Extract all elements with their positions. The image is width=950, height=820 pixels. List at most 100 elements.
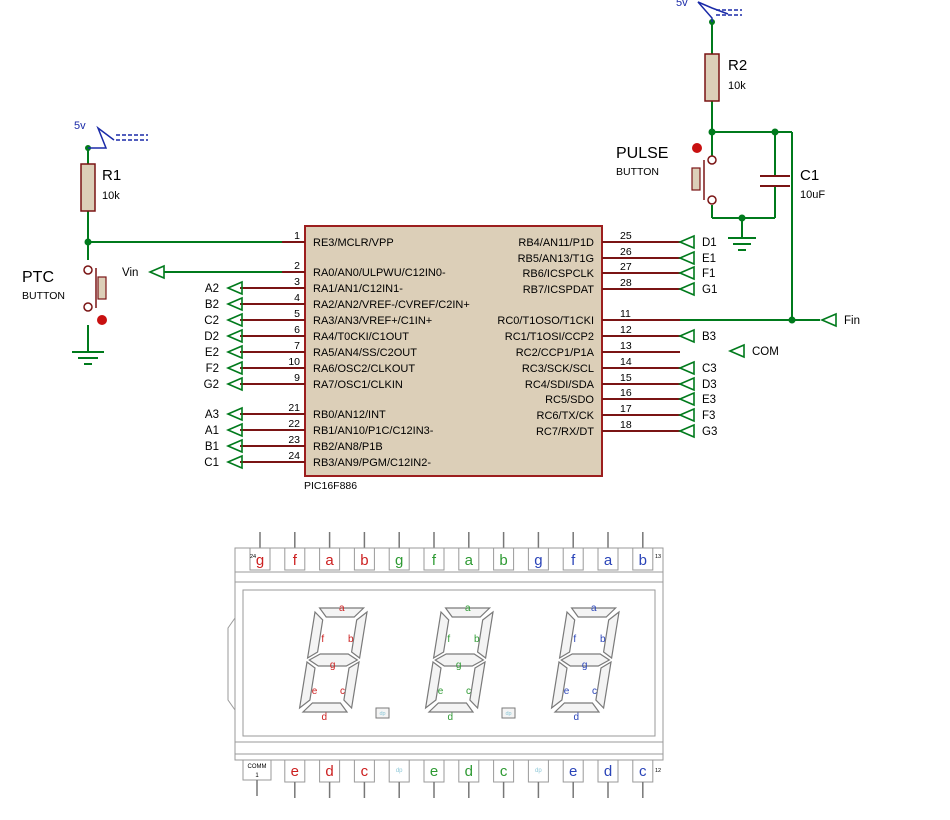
mcu-pin-number: 23 bbox=[288, 434, 300, 446]
display-pin-box bbox=[632, 547, 654, 571]
supply-arrow bbox=[697, 1, 729, 22]
mcu-pin-name: RA6/OSC2/CLKOUT bbox=[313, 363, 415, 375]
display-pin-label: f bbox=[293, 552, 298, 569]
digit-segment-label: b bbox=[474, 634, 480, 645]
button-name: PTC bbox=[22, 269, 54, 286]
digit-segment bbox=[434, 653, 485, 667]
button-led bbox=[97, 315, 107, 325]
display-pin-box bbox=[353, 547, 375, 571]
terminal-arrow bbox=[677, 281, 695, 297]
digit-segment bbox=[301, 702, 349, 713]
terminal-label: A3 bbox=[205, 409, 219, 421]
terminal-arrow bbox=[677, 423, 695, 439]
mcu-pin-name: RC7/RX/DT bbox=[536, 426, 594, 438]
terminal-arrow bbox=[727, 343, 745, 359]
digit-segment-label: e bbox=[312, 686, 318, 697]
mcu-pin-number: 22 bbox=[288, 418, 300, 430]
mcu-pin-number: 4 bbox=[294, 292, 300, 304]
display-pin-label: g bbox=[395, 552, 403, 569]
digit-segment bbox=[308, 653, 359, 667]
mcu-right-pins: 25RB4/AN11/P1D26RB5/AN13/T1G27RB6/ICSPCL… bbox=[497, 230, 820, 438]
resistor-ref: R2 bbox=[728, 57, 747, 74]
mcu-pin-number: 2 bbox=[294, 260, 300, 272]
junction bbox=[708, 128, 716, 136]
button-type: BUTTON bbox=[22, 290, 65, 302]
digit-segment-label: c bbox=[592, 686, 597, 697]
supply-right: 5v bbox=[676, 0, 742, 22]
supply-label: 5v bbox=[74, 120, 86, 132]
supply-left: 5v bbox=[74, 120, 148, 149]
mcu-pin-name: RB3/AN9/PGM/C12IN2- bbox=[313, 457, 431, 469]
resistor-ref: R1 bbox=[102, 167, 121, 184]
mcu-pin-name: RA5/AN4/SS/C2OUT bbox=[313, 347, 417, 359]
supply-label: 5v bbox=[676, 0, 688, 9]
button-cap bbox=[97, 276, 107, 300]
display-pin-label: dp bbox=[396, 768, 403, 774]
supply-arrow bbox=[88, 125, 115, 149]
decimal-point-label: dp bbox=[379, 711, 385, 717]
junction bbox=[84, 238, 92, 246]
terminal-label: G1 bbox=[702, 284, 717, 296]
digit-segment-label: f bbox=[321, 634, 324, 645]
terminal-label: D1 bbox=[702, 237, 717, 249]
digit-segment-label: f bbox=[573, 634, 576, 645]
mcu-pin-name: RC1/T1OSI/CCP2 bbox=[505, 331, 594, 343]
digit-segment bbox=[427, 702, 475, 713]
digit-segment-label: a bbox=[339, 603, 345, 614]
terminal-arrow bbox=[677, 250, 695, 266]
button-contact bbox=[83, 302, 93, 312]
mcu-pin-number: 1 bbox=[294, 230, 300, 242]
resistor-body bbox=[704, 53, 720, 102]
terminal-arrow bbox=[225, 328, 243, 344]
terminal-arrow bbox=[225, 376, 243, 392]
resistor-body bbox=[80, 163, 96, 212]
terminal-label: E2 bbox=[205, 347, 219, 359]
display-pin-label: d bbox=[604, 763, 612, 780]
terminal-label: B2 bbox=[205, 299, 219, 311]
display-pin-label: g bbox=[534, 552, 542, 569]
display-pin-label: a bbox=[465, 552, 474, 569]
mcu-pin-name: RA3/AN3/VREF+/C1IN+ bbox=[313, 315, 432, 327]
button-contact bbox=[83, 265, 93, 275]
mcu-pin-number: 6 bbox=[294, 324, 300, 336]
terminal-arrow bbox=[147, 264, 165, 280]
terminal-arrow bbox=[677, 265, 695, 281]
mcu-pin-number: 18 bbox=[620, 419, 632, 431]
digit-segment-label: e bbox=[564, 686, 570, 697]
mcu-pin-number: 13 bbox=[620, 340, 632, 352]
display-side-tab bbox=[227, 617, 236, 711]
display-pin-label: b bbox=[360, 552, 368, 569]
terminal-label: C1 bbox=[204, 457, 219, 469]
display-outline bbox=[234, 547, 664, 761]
terminal-arrow bbox=[225, 344, 243, 360]
mcu-pin-number: 14 bbox=[620, 356, 632, 368]
terminal-arrow bbox=[225, 296, 243, 312]
mcu-pin-number: 27 bbox=[620, 261, 632, 273]
display-pin-label: e bbox=[430, 763, 438, 780]
mcu-pin-name: RA1/AN1/C12IN1- bbox=[313, 283, 403, 295]
digit-segment bbox=[350, 610, 368, 660]
button-ptc: PTC BUTTON bbox=[22, 265, 107, 325]
mcu-pin-number: 24 bbox=[288, 450, 300, 462]
button-led bbox=[692, 143, 702, 153]
digit-segment bbox=[553, 702, 601, 713]
mcu-pin-number: 10 bbox=[288, 356, 300, 368]
terminal-label: D3 bbox=[702, 379, 717, 391]
mcu-pin-number: 17 bbox=[620, 403, 632, 415]
ground-left bbox=[72, 351, 104, 365]
mcu-pin-number: 5 bbox=[294, 308, 300, 320]
digit-segment bbox=[343, 660, 360, 710]
display-pin-label: g bbox=[256, 552, 264, 569]
digit-segment-label: d bbox=[322, 712, 328, 723]
mcu-pin-name: RC6/TX/CK bbox=[537, 410, 595, 422]
terminal-label: Vin bbox=[122, 267, 138, 279]
display-pin-number: 24 bbox=[250, 554, 256, 560]
mcu-pin-name: RA0/AN0/ULPWU/C12IN0- bbox=[313, 267, 446, 279]
mcu-pin-name: RA2/AN2/VREF-/CVREF/C2IN+ bbox=[313, 299, 470, 311]
